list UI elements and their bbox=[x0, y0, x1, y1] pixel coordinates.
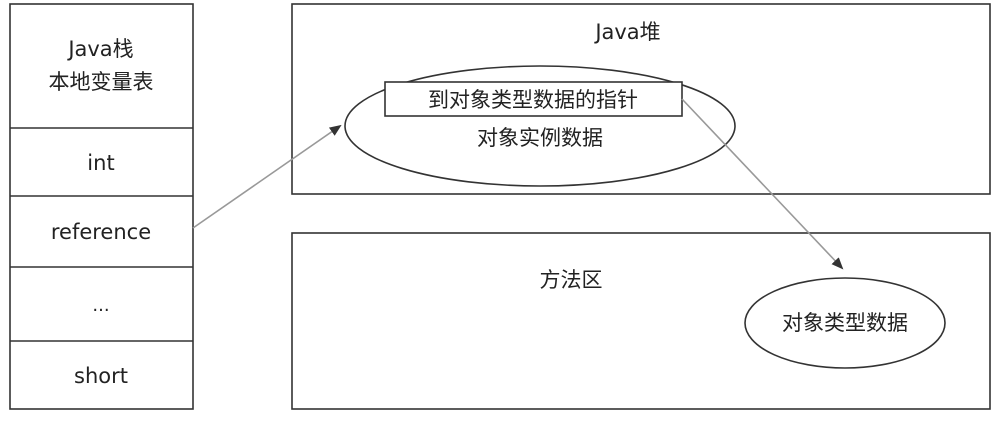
reference-to-instance-arrow bbox=[192, 124, 342, 229]
method-area: 方法区 对象类型数据 bbox=[291, 232, 991, 410]
java-stack: Java栈 本地变量表 int reference ... short bbox=[9, 3, 194, 410]
pointer-to-type-data-arrow bbox=[681, 98, 844, 270]
stack-slot-ellipsis: ... bbox=[92, 295, 109, 316]
method-area-title: 方法区 bbox=[540, 268, 603, 292]
stack-slot-reference: reference bbox=[51, 220, 151, 244]
type-data-ellipse bbox=[744, 277, 946, 369]
type-pointer-label: 到对象类型数据的指针 bbox=[428, 88, 638, 112]
heap-title: Java堆 bbox=[593, 20, 660, 44]
type-pointer-box bbox=[384, 81, 683, 117]
stack-frame-box bbox=[9, 3, 194, 410]
java-heap: Java堆 到对象类型数据的指针 对象实例数据 bbox=[291, 3, 991, 195]
stack-slot-int: int bbox=[87, 151, 114, 175]
type-data-label: 对象类型数据 bbox=[782, 311, 908, 335]
stack-header-subtitle: 本地变量表 bbox=[49, 70, 154, 94]
stack-header-title: Java栈 bbox=[66, 37, 133, 61]
instance-data-label: 对象实例数据 bbox=[477, 126, 603, 150]
stack-slot-short: short bbox=[74, 364, 128, 388]
